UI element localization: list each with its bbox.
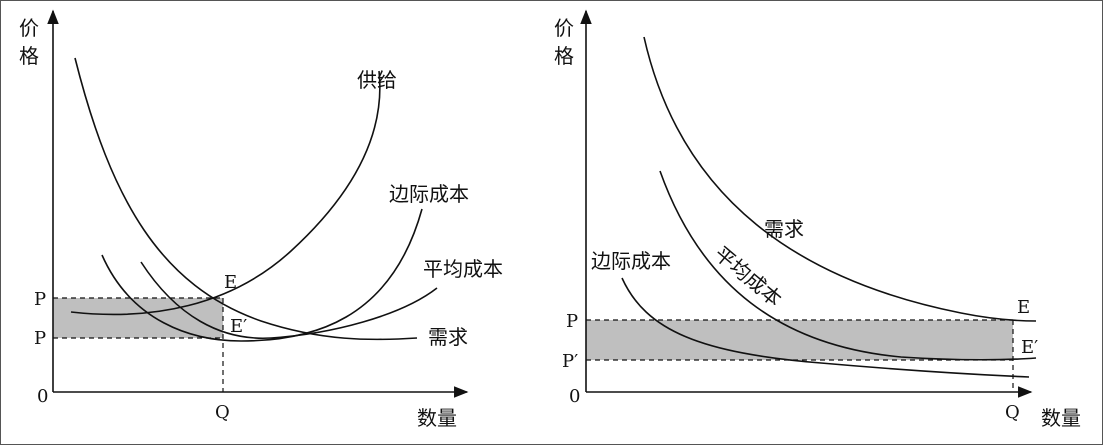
right-point-e-prime-label: E′ <box>1021 337 1038 358</box>
right-quantity-label: Q <box>1005 402 1020 423</box>
left-marginal-cost-curve <box>101 208 423 342</box>
left-panel: 价 格 P P 0 Q 数量 E E′ 供给 边际成本 平均成本 需求 <box>19 9 503 430</box>
right-price-top-label: P <box>566 311 578 332</box>
left-x-axis-label: 数量 <box>417 406 457 430</box>
right-shaded-area <box>586 320 1013 360</box>
right-y-axis-label-2: 格 <box>554 44 574 68</box>
left-demand-label: 需求 <box>428 325 468 349</box>
left-average-cost-curve <box>140 261 438 339</box>
left-point-e-label: E <box>224 272 237 293</box>
right-demand-label: 需求 <box>764 217 804 241</box>
left-quantity-label: Q <box>215 402 230 423</box>
right-origin-label: 0 <box>569 386 580 407</box>
left-y-axis-label-2: 格 <box>19 44 39 68</box>
left-supply-curve <box>70 70 381 316</box>
right-demand-curve <box>643 36 1037 322</box>
left-average-cost-label: 平均成本 <box>423 257 503 281</box>
left-y-axis-label-1: 价 <box>19 16 39 40</box>
right-x-axis-label: 数量 <box>1041 406 1081 430</box>
right-panel: 价 格 P P′ 0 Q 数量 E E′ 需求 平均成本 边际成本 <box>554 9 1081 430</box>
right-point-e-label: E <box>1017 297 1030 318</box>
right-y-axis-label-1: 价 <box>554 16 574 40</box>
left-price-top-label: P <box>34 289 46 310</box>
left-origin-label: 0 <box>37 386 48 407</box>
right-marginal-cost-label: 边际成本 <box>591 249 671 273</box>
right-price-bottom-label: P′ <box>562 351 578 372</box>
right-average-cost-curve <box>659 170 1037 361</box>
right-marginal-cost-curve <box>621 277 1030 378</box>
left-demand-curve <box>74 57 418 341</box>
left-shaded-area <box>53 298 223 338</box>
left-point-e-prime-label: E′ <box>230 316 247 337</box>
left-price-bottom-label: P <box>34 328 46 349</box>
left-supply-label: 供给 <box>357 68 397 92</box>
left-marginal-cost-label: 边际成本 <box>389 182 469 206</box>
